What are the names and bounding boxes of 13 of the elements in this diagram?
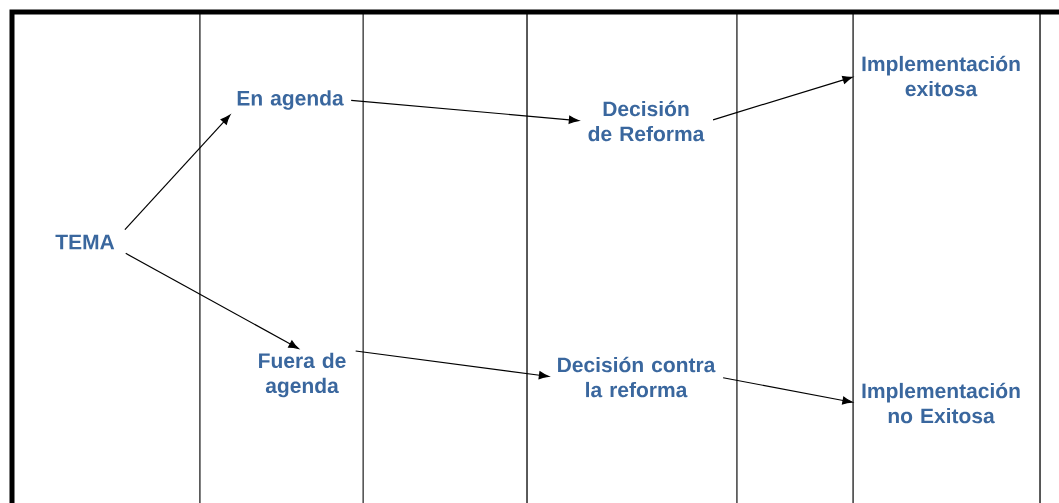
arrow (722, 377, 853, 405)
node-label: En agenda (237, 90, 344, 110)
arrow (712, 76, 853, 121)
node-label: Implementación no Exitosa (862, 382, 1020, 424)
arrow (355, 350, 549, 380)
arrow (350, 99, 579, 124)
node-label: Decisión contra la reforma (558, 356, 716, 398)
node-label: Decisión de Reforma (588, 100, 705, 142)
node-label: Implementación exitosa (862, 55, 1020, 97)
node-label: TEMA (55, 234, 115, 250)
node-label: Fuera de agenda (259, 352, 346, 398)
arrow (124, 114, 231, 231)
arrow (125, 252, 299, 349)
